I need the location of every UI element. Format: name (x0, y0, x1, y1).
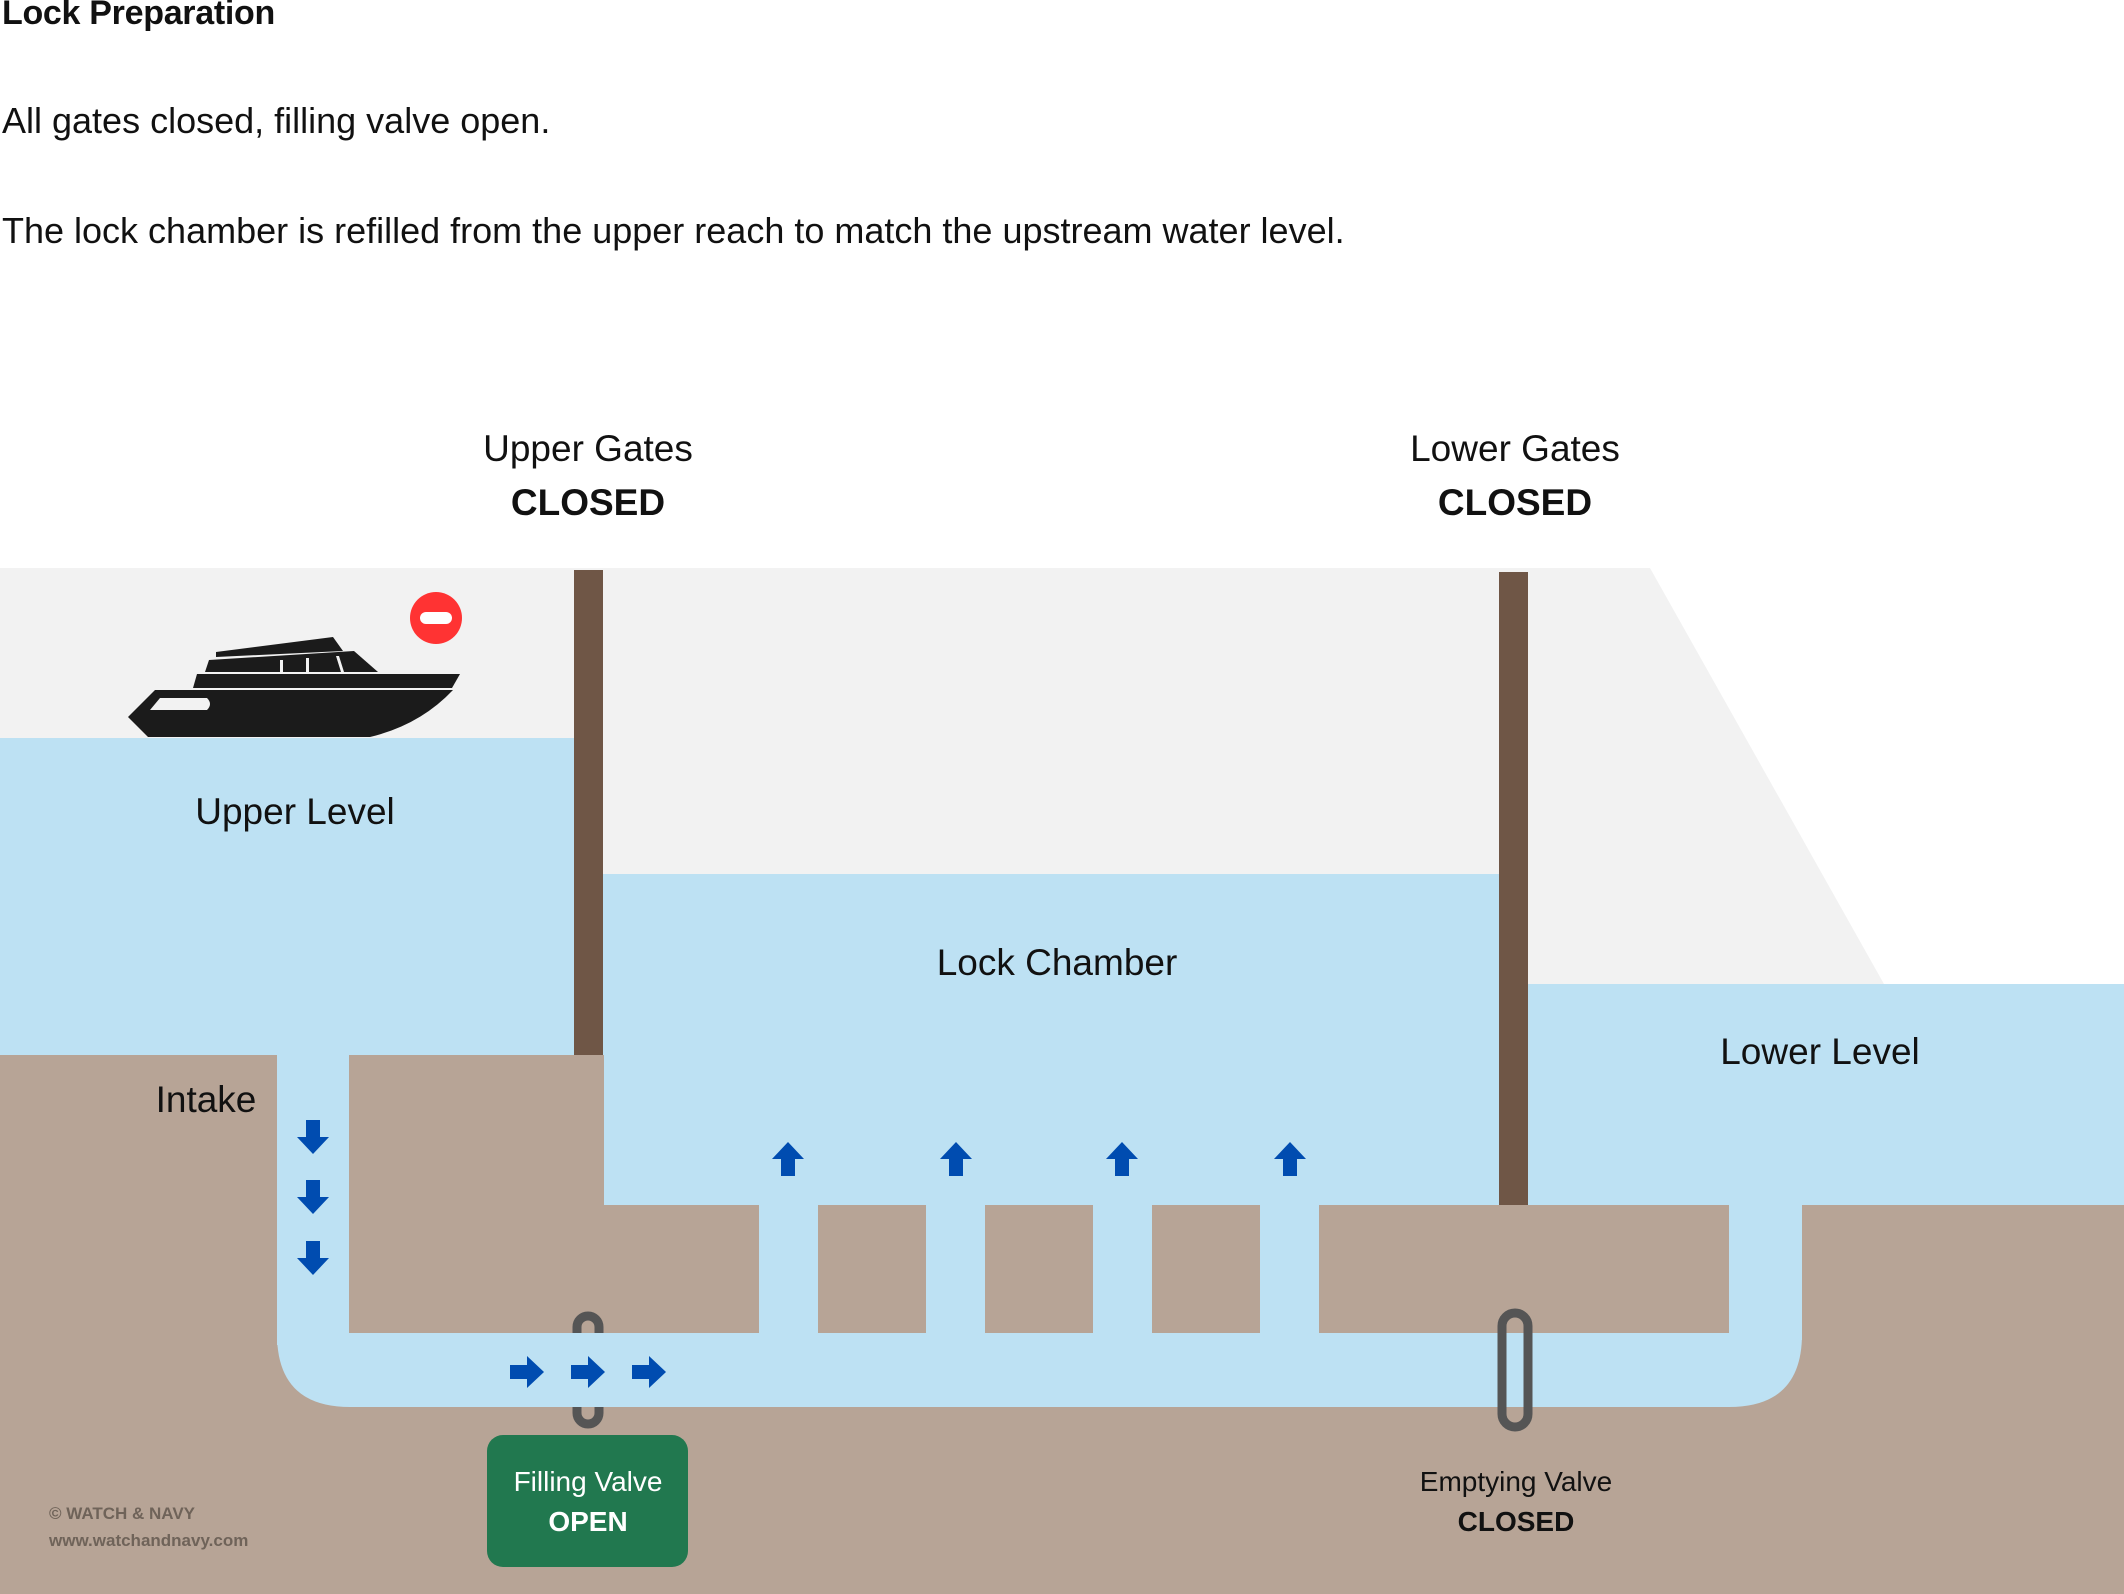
filling-valve-state: OPEN (548, 1506, 627, 1537)
emptying-valve-icon (1497, 1308, 1533, 1432)
arrow-up-icon (1274, 1142, 1306, 1176)
chamber-outlet (759, 1200, 818, 1340)
lower-level-label: Lower Level (1720, 1031, 1920, 1072)
chamber-outlet (1260, 1200, 1319, 1340)
lower-gate (1499, 572, 1528, 1205)
upper-level-label: Upper Level (195, 791, 395, 832)
emptying-valve-label: Emptying Valve (1420, 1466, 1612, 1497)
lower-outlet (1729, 1200, 1802, 1340)
lower-gates-label: Lower Gates (1410, 428, 1620, 469)
lower-gates-state: CLOSED (1438, 482, 1592, 523)
arrow-down-icon (297, 1180, 329, 1214)
flow-arrows (297, 1120, 1306, 1388)
lock-chamber-label: Lock Chamber (937, 942, 1178, 983)
filling-valve-icon (572, 1311, 604, 1429)
copyright-text: © WATCH & NAVY (49, 1504, 196, 1523)
filling-valve-label: Filling Valve (514, 1466, 663, 1497)
website-text: www.watchandnavy.com (48, 1531, 248, 1550)
intake-label: Intake (156, 1079, 257, 1120)
arrow-down-icon (297, 1120, 329, 1154)
arrow-up-icon (1106, 1142, 1138, 1176)
chamber-outlet (926, 1200, 985, 1340)
state-summary: All gates closed, filling valve open. (2, 100, 551, 141)
lower-level-water (1518, 984, 2124, 1214)
arrow-right-icon (510, 1356, 544, 1388)
boat-windows (150, 656, 344, 710)
culvert (277, 1333, 1802, 1407)
upper-level-water (0, 738, 576, 1058)
arrow-up-icon (772, 1142, 804, 1176)
chamber-outlet (1093, 1200, 1152, 1340)
arrow-right-icon (632, 1356, 666, 1388)
arrow-right-icon (571, 1356, 605, 1388)
emptying-valve-state: CLOSED (1458, 1506, 1575, 1537)
arrow-down-icon (297, 1241, 329, 1275)
lock-chamber-water (600, 874, 1502, 1214)
arrow-up-icon (940, 1142, 972, 1176)
upper-gate (574, 570, 603, 1055)
state-description: The lock chamber is refilled from the up… (2, 210, 1345, 251)
filling-valve-badge (487, 1435, 688, 1567)
no-entry-icon (410, 592, 462, 644)
upper-gates-state: CLOSED (511, 482, 665, 523)
page-title: Lock Preparation (2, 0, 275, 32)
upper-gates-label: Upper Gates (483, 428, 693, 469)
